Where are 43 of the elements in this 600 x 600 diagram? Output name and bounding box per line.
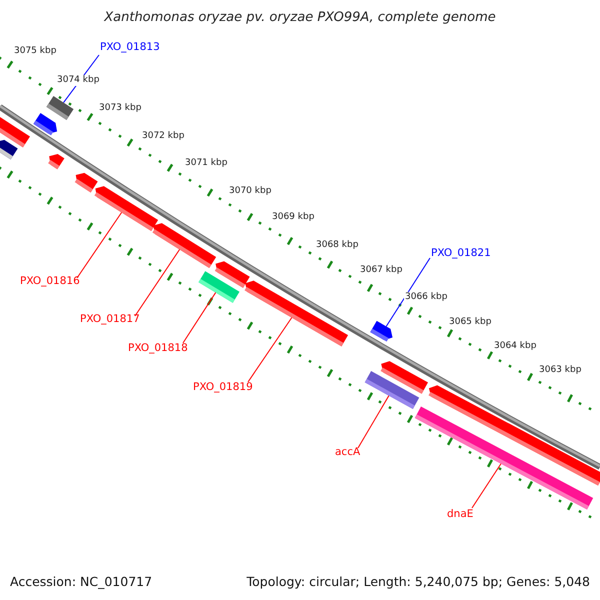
gene-feature [94,186,158,232]
gene-label: PXO_01813 [100,42,160,52]
scale-label: 3074 kbp [56,75,100,86]
scale-label: 3072 kbp [141,131,186,142]
gene-feature [214,261,250,288]
leader-line [472,463,502,508]
title: Xanthomonas oryzae pv. oryzae PXO99A, complete genome [102,11,497,24]
scale-label: 3073 kbp [98,103,142,114]
gene-feature [414,406,594,510]
gene-feature [33,113,58,136]
gene-feature [46,96,74,120]
footer-text: Topology: circular; Length: 5,240,075 bp; Genes: 5,048 [246,576,590,588]
scale-label: 3067 kbp [359,265,404,276]
leader-line [76,212,122,278]
scale-label: 3063 kbp [538,365,582,376]
gene-label: PXO_01818 [128,343,188,354]
scale-label: 3075 kbp [13,46,58,57]
scale-label: 3065 kbp [448,317,492,328]
gene-label: accA [335,447,360,458]
scale-label: 3071 kbp [184,158,228,169]
gene-feature [0,140,18,160]
leader-line [134,249,180,316]
gene-feature [244,280,348,346]
gene-label: PXO_01819 [193,382,253,392]
gene-feature [370,320,393,342]
gene-label: PXO_01816 [20,276,80,286]
leader-line [358,395,390,448]
gene-feature [364,370,420,410]
gene-feature [152,223,216,268]
scale-label: 3066 kbp [404,292,448,303]
footer-text: Accession: NC_010717 [10,576,152,588]
gene-feature [74,172,98,192]
scale-label: 3069 kbp [271,212,316,223]
leader-line [182,292,216,344]
leader-line [248,317,292,382]
gene-feature [48,154,64,170]
gene-label: PXO_01817 [80,314,140,324]
gene-label: dnaE [447,509,474,520]
scale-label: 3064 kbp [493,341,538,352]
gene-label: PXO_01821 [431,248,491,258]
scale-label: 3068 kbp [315,240,360,251]
leader-line [386,258,430,327]
scale-label: 3070 kbp [228,186,272,197]
